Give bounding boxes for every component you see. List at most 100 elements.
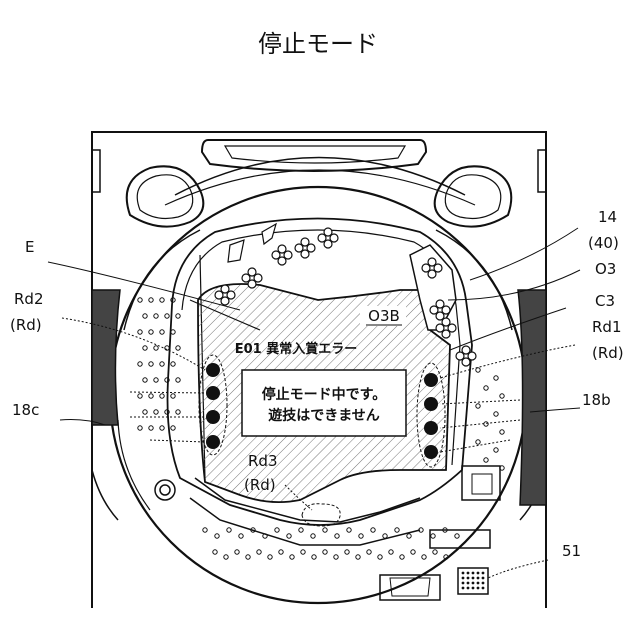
pin xyxy=(143,346,147,350)
pin xyxy=(203,528,207,532)
pin xyxy=(299,528,303,532)
pin xyxy=(335,534,339,538)
component-51-dot xyxy=(482,587,485,590)
component-51-dot xyxy=(482,582,485,585)
label-E: E xyxy=(25,238,34,256)
pin xyxy=(411,550,415,554)
pin xyxy=(279,550,283,554)
pin xyxy=(165,314,169,318)
pin xyxy=(400,555,404,559)
label-Rd2: Rd2 xyxy=(14,290,44,308)
component-51-dot xyxy=(472,572,475,575)
pin xyxy=(143,410,147,414)
component-51 xyxy=(458,568,488,594)
svg-text:O3B: O3B xyxy=(368,307,400,325)
component-51-dot xyxy=(462,582,465,585)
pin xyxy=(389,550,393,554)
pin xyxy=(356,555,360,559)
pin xyxy=(347,528,351,532)
pin xyxy=(476,368,480,372)
label-Rd2-paren: (Rd) xyxy=(10,316,42,334)
pin xyxy=(407,534,411,538)
label-Rd1-paren: (Rd) xyxy=(592,344,624,362)
pin xyxy=(494,376,498,380)
component-51-dot xyxy=(472,587,475,590)
pin xyxy=(494,448,498,452)
pin xyxy=(149,394,153,398)
component-51-dot xyxy=(482,577,485,580)
pin xyxy=(239,534,243,538)
pin xyxy=(312,555,316,559)
pin xyxy=(433,550,437,554)
pin xyxy=(154,410,158,414)
pin xyxy=(154,378,158,382)
pin xyxy=(500,430,504,434)
leaf-decorations xyxy=(228,224,276,262)
pin xyxy=(257,550,261,554)
pin xyxy=(176,346,180,350)
pin xyxy=(235,550,239,554)
label-Rd1: Rd1 xyxy=(592,318,622,336)
error-message: E01 異常入賞エラー xyxy=(235,341,358,357)
component-51-dot xyxy=(467,587,470,590)
pin xyxy=(149,362,153,366)
pin xyxy=(138,362,142,366)
pin xyxy=(334,555,338,559)
pin xyxy=(224,555,228,559)
pin xyxy=(323,528,327,532)
pin xyxy=(176,314,180,318)
pin xyxy=(323,550,327,554)
pin xyxy=(268,555,272,559)
label-O3: O3 xyxy=(595,260,616,278)
component-51-dot xyxy=(472,582,475,585)
label-51: 51 xyxy=(562,542,581,560)
component-51-dot xyxy=(477,572,480,575)
pin xyxy=(213,550,217,554)
pin xyxy=(215,534,219,538)
pin xyxy=(171,426,175,430)
pin xyxy=(160,394,164,398)
pin xyxy=(476,440,480,444)
pin xyxy=(367,550,371,554)
pin xyxy=(149,330,153,334)
label-Rd3: Rd3 xyxy=(248,452,278,470)
pin xyxy=(246,555,250,559)
pin xyxy=(301,550,305,554)
pin xyxy=(160,298,164,302)
pin xyxy=(476,404,480,408)
pin xyxy=(359,534,363,538)
pin xyxy=(138,394,142,398)
label-C3: C3 xyxy=(595,292,615,310)
pin xyxy=(345,550,349,554)
side-lamps xyxy=(127,158,512,227)
component-51-dot xyxy=(467,582,470,585)
pin xyxy=(160,362,164,366)
pin xyxy=(484,458,488,462)
pin xyxy=(371,528,375,532)
pin xyxy=(287,534,291,538)
pin xyxy=(171,394,175,398)
pin xyxy=(176,378,180,382)
stop-message-line1: 停止モード中です。 xyxy=(262,386,387,403)
component-51-dot xyxy=(462,587,465,590)
pin xyxy=(138,298,142,302)
pin xyxy=(378,555,382,559)
pin xyxy=(484,422,488,426)
pin xyxy=(455,534,459,538)
pin xyxy=(494,412,498,416)
pin xyxy=(149,298,153,302)
pin xyxy=(138,330,142,334)
pin xyxy=(431,534,435,538)
component-51-dot xyxy=(467,572,470,575)
pin xyxy=(275,528,279,532)
pin xyxy=(311,534,315,538)
component-51-dot xyxy=(477,587,480,590)
pin xyxy=(500,394,504,398)
pin xyxy=(143,378,147,382)
side-panel-18b xyxy=(518,290,546,505)
component-51-dot xyxy=(462,577,465,580)
component-51-dot xyxy=(477,577,480,580)
side-panel-18c xyxy=(92,290,120,425)
stop-message-line2: 遊技はできません xyxy=(268,407,380,424)
